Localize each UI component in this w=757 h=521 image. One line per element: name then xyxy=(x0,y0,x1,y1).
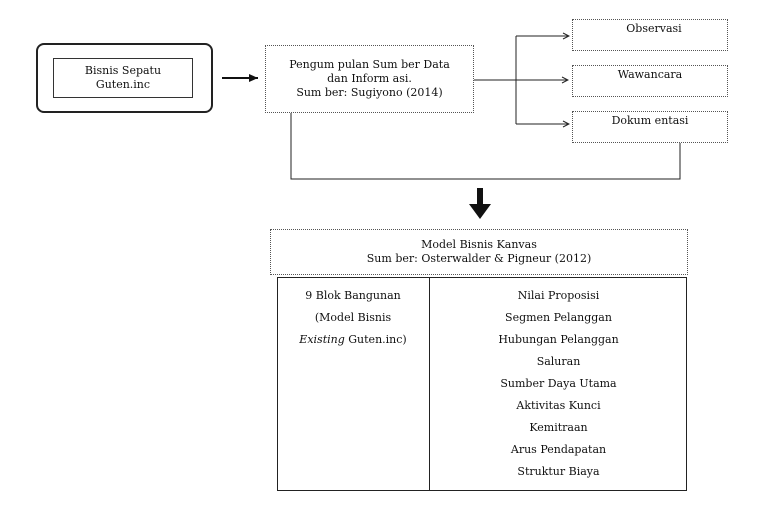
left-line2: (Model Bisnis xyxy=(314,311,392,324)
source-box: Bisnis Sepatu Guten.inc xyxy=(53,58,193,98)
list-item: Sumber Daya Utama xyxy=(500,377,617,390)
canvas-divider xyxy=(429,277,430,491)
method-box-wawancara: Wawancara xyxy=(572,65,728,97)
feedback-loop-line xyxy=(290,113,681,180)
list-item: Nilai Proposisi xyxy=(517,289,600,302)
list-item: Kemitraan xyxy=(529,421,588,434)
building-blocks-list: Nilai Proposisi Segmen Pelanggan Hubunga… xyxy=(430,285,687,483)
left-line3-rest: Guten.inc) xyxy=(344,333,407,346)
method-box-dokumentasi: Dokum entasi xyxy=(572,111,728,143)
method-label: Dokum entasi xyxy=(611,114,689,127)
source-box-outer xyxy=(36,43,213,113)
building-blocks-label: 9 Blok Bangunan (Model Bisnis Existing G… xyxy=(277,285,429,351)
list-item: Hubungan Pelanggan xyxy=(498,333,619,346)
collection-line1: Pengum pulan Sum ber Data xyxy=(289,58,450,71)
down-arrow-shaft xyxy=(477,188,483,206)
method-label: Wawancara xyxy=(617,68,683,81)
source-line1: Bisnis Sepatu xyxy=(84,64,162,77)
canvas-header-box: Model Bisnis Kanvas Sum ber: Osterwalder… xyxy=(270,229,688,275)
left-line3-italic: Existing xyxy=(299,333,345,346)
list-item: Saluran xyxy=(536,355,581,368)
list-item: Segmen Pelanggan xyxy=(505,311,612,324)
collection-line2: dan Inform asi. xyxy=(327,72,412,85)
collection-line3: Sum ber: Sugiyono (2014) xyxy=(296,86,443,99)
left-line1: 9 Blok Bangunan xyxy=(305,289,401,302)
list-item: Struktur Biaya xyxy=(517,465,600,478)
canvas-source: Sum ber: Osterwalder & Pigneur (2012) xyxy=(366,252,592,265)
source-line2: Guten.inc xyxy=(95,78,151,91)
canvas-title: Model Bisnis Kanvas xyxy=(421,238,537,251)
data-collection-box: Pengum pulan Sum ber Data dan Inform asi… xyxy=(265,45,474,113)
left-line3: Existing Guten.inc) xyxy=(277,329,429,351)
method-label: Observasi xyxy=(626,22,682,35)
list-item: Aktivitas Kunci xyxy=(516,399,601,412)
canvas-body-box xyxy=(277,277,687,491)
method-box-observasi: Observasi xyxy=(572,19,728,51)
down-arrow-head xyxy=(469,204,491,219)
list-item: Arus Pendapatan xyxy=(510,443,607,456)
